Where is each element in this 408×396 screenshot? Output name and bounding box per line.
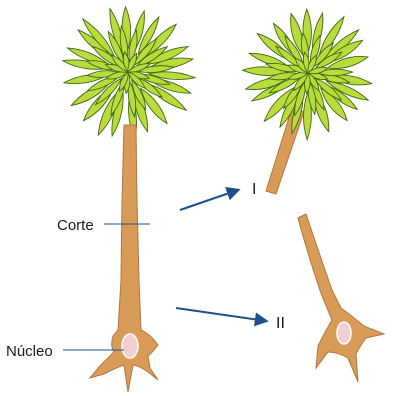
- cut-label: Corte: [57, 217, 94, 234]
- whole-alga-cap: [62, 7, 195, 140]
- part-one-fragment: [242, 9, 372, 194]
- nucleus-label: Núcleo: [6, 343, 53, 360]
- arrow-to-part-two: [176, 308, 266, 321]
- part-two-stalk: [298, 214, 384, 382]
- whole-alga: Corte Núcleo: [6, 7, 195, 392]
- part-one-label: I: [252, 181, 256, 198]
- part-two-fragment: [298, 214, 384, 382]
- part-two-label: II: [276, 315, 285, 332]
- part-two-nucleus: [337, 322, 351, 344]
- part-one-cap: [242, 9, 372, 140]
- arrow-to-part-one: [180, 190, 238, 210]
- nucleus: [122, 334, 138, 358]
